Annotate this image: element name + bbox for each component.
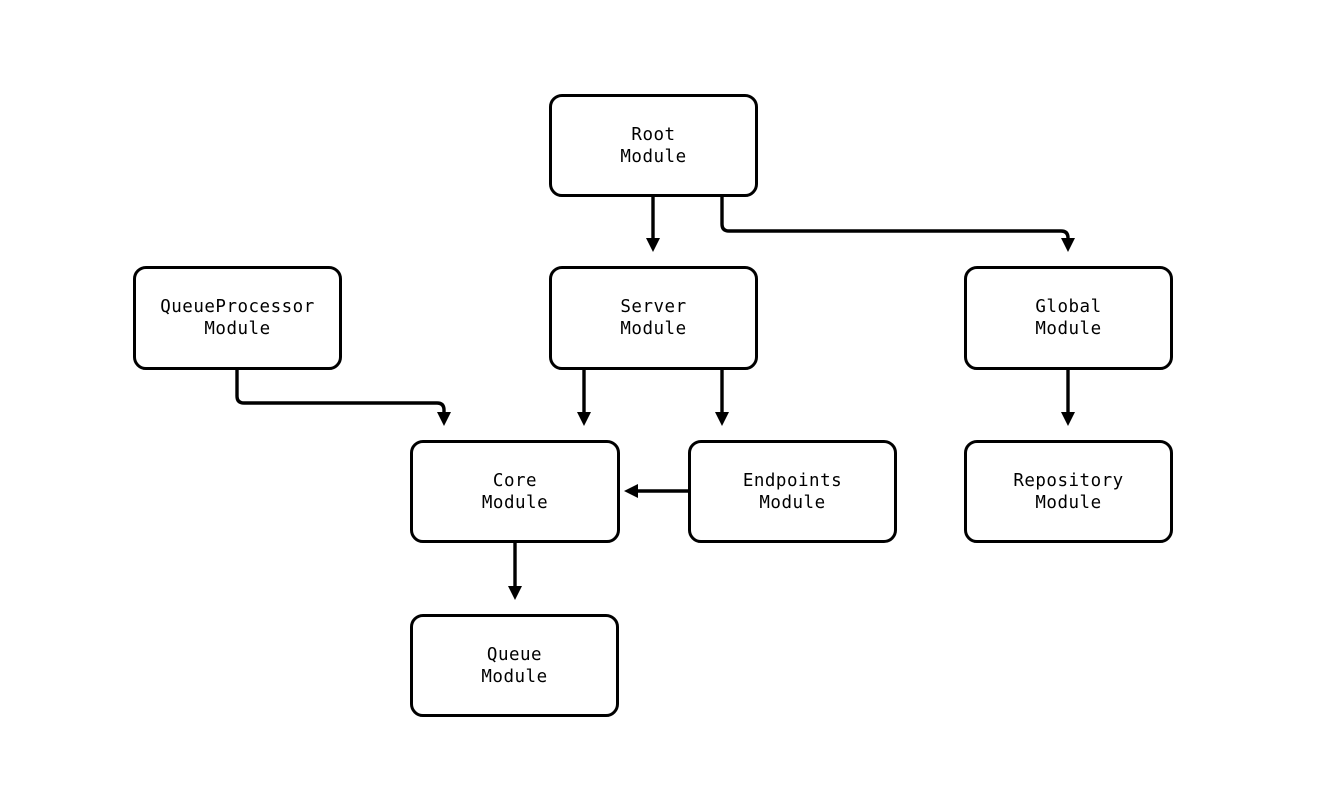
node-repository[interactable]: Repository Module [964,440,1173,543]
node-root[interactable]: Root Module [549,94,758,197]
node-queue-title: Queue [486,644,543,665]
edge-core-to-queue [508,543,522,600]
node-server-subtitle: Module [620,319,687,339]
node-global-subtitle: Module [1035,319,1102,339]
node-queueprocessor-title: QueueProcessor [160,297,315,317]
node-global-title: Global [1035,297,1102,317]
node-core-subtitle: Module [481,492,549,513]
node-repository-title: Repository [1013,470,1124,491]
edge-endpoints-to-core [624,484,688,498]
edge-global-to-repository [1061,370,1075,426]
node-endpoints-title: Endpoints [742,470,843,491]
node-queue[interactable]: Queue Module [410,614,619,717]
node-queue-subtitle: Module [481,666,548,687]
edge-queueprocessor-to-core [235,370,451,426]
node-queueprocessor[interactable]: QueueProcessor Module [133,266,342,370]
node-repository-subtitle: Module [1035,492,1102,513]
edge-root-to-server [646,197,660,252]
node-server[interactable]: Server Module [549,266,758,370]
node-core-title: Core [492,470,538,491]
node-endpoints[interactable]: Endpoints Module [688,440,897,543]
edge-root-to-global [720,197,1075,252]
edge-server-to-core [577,370,591,426]
node-global[interactable]: Global Module [964,266,1173,370]
edge-server-to-endpoints [715,370,729,426]
node-root-subtitle: Module [620,146,687,167]
node-root-title: Root [631,124,676,145]
node-endpoints-subtitle: Module [759,492,826,513]
node-queueprocessor-subtitle: Module [204,319,271,339]
node-server-title: Server [620,297,687,317]
node-core[interactable]: Core Module [410,440,620,543]
